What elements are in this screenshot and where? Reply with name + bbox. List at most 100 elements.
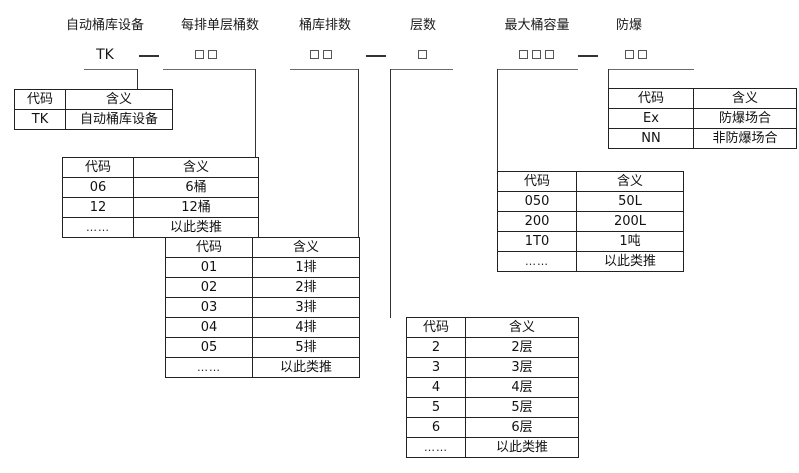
table-row: …… 以此类推 <box>165 357 360 378</box>
column-header-meaning: 含义 <box>65 89 173 110</box>
cell-meaning: 50L <box>576 191 684 212</box>
cell-meaning: 自动桶库设备 <box>65 109 173 130</box>
segment-label-equipment: 自动桶库设备 <box>65 18 144 33</box>
cell-meaning: 4排 <box>252 317 360 338</box>
bracket-horizontal-max-capacity <box>497 69 578 70</box>
cell-code: 050 <box>497 191 577 212</box>
table-row: 3 3层 <box>406 357 579 378</box>
cell-code: 06 <box>62 177 134 198</box>
table-row: 02 2排 <box>165 277 360 298</box>
table-row: 5 5层 <box>406 397 579 418</box>
cell-code: 05 <box>165 337 253 358</box>
column-header-code: 代码 <box>497 171 577 192</box>
table-row: 1T0 1吨 <box>497 231 684 252</box>
table-row: 6 6层 <box>406 417 579 438</box>
code-separator-2 <box>366 55 386 57</box>
cell-meaning: 以此类推 <box>465 437 579 458</box>
code-token-layers <box>418 50 427 59</box>
cell-meaning: 3层 <box>465 357 579 378</box>
cell-code: 2 <box>406 337 466 358</box>
column-header-meaning: 含义 <box>465 317 579 338</box>
cell-code: TK <box>14 109 66 130</box>
cell-meaning: 防爆场合 <box>693 108 797 129</box>
table-explosion-proof: 代码 含义 Ex 防爆场合 NN 非防爆场合 <box>608 88 797 149</box>
code-token-max-capacity <box>519 50 554 59</box>
column-header-code: 代码 <box>62 157 134 178</box>
code-box <box>208 50 217 59</box>
cell-code: …… <box>62 217 134 238</box>
table-header-row: 代码 含义 <box>608 88 797 109</box>
cell-meaning: 以此类推 <box>252 357 360 378</box>
segment-label-barrels-per-row: 每排单层桶数 <box>180 18 259 33</box>
code-box <box>625 50 634 59</box>
cell-meaning: 以此类推 <box>576 251 684 272</box>
code-separator-1 <box>139 55 159 57</box>
cell-code: …… <box>497 251 577 272</box>
table-barrels-per-row: 代码 含义 06 6桶 12 12桶 …… 以此类推 <box>62 157 259 238</box>
code-box <box>323 50 332 59</box>
table-row: NN 非防爆场合 <box>608 128 797 149</box>
cell-meaning: 1排 <box>252 257 360 278</box>
bracket-vertical-max-capacity <box>497 69 498 172</box>
table-row: 05 5排 <box>165 337 360 358</box>
cell-meaning: 2层 <box>465 337 579 358</box>
table-row: Ex 防爆场合 <box>608 108 797 129</box>
cell-code: 4 <box>406 377 466 398</box>
bracket-vertical-equipment <box>137 69 138 90</box>
table-rows: 代码 含义 01 1排 02 2排 03 3排 04 4排 05 5排 …… 以… <box>165 237 360 378</box>
cell-meaning: 5排 <box>252 337 360 358</box>
table-row: …… 以此类推 <box>406 437 579 458</box>
bracket-horizontal-rows <box>290 69 359 70</box>
cell-meaning: 6桶 <box>133 177 259 198</box>
cell-meaning: 3排 <box>252 297 360 318</box>
cell-code: …… <box>165 357 253 378</box>
cell-meaning: 12桶 <box>133 197 259 218</box>
code-box <box>638 50 647 59</box>
table-row: 2 2层 <box>406 337 579 358</box>
code-box <box>519 50 528 59</box>
cell-meaning: 2排 <box>252 277 360 298</box>
code-token-barrels-per-row <box>195 50 217 59</box>
table-equipment: 代码 含义 TK 自动桶库设备 <box>14 89 173 130</box>
column-header-code: 代码 <box>14 89 66 110</box>
table-header-row: 代码 含义 <box>165 237 360 258</box>
cell-meaning: 非防爆场合 <box>693 128 797 149</box>
bracket-horizontal-barrels-per-row <box>163 69 256 70</box>
bracket-horizontal-layers <box>390 69 453 70</box>
cell-code: 02 <box>165 277 253 298</box>
table-row: 200 200L <box>497 211 684 232</box>
bracket-vertical-barrels-per-row <box>255 69 256 158</box>
code-token-rows <box>310 50 332 59</box>
table-row: 03 3排 <box>165 297 360 318</box>
bracket-horizontal-explosion-proof <box>608 69 694 70</box>
code-token-equipment: TK <box>96 47 114 63</box>
table-layers: 代码 含义 2 2层 3 3层 4 4层 5 5层 6 6层 …… 以此类推 <box>406 317 579 458</box>
code-box <box>532 50 541 59</box>
table-max-capacity: 代码 含义 050 50L 200 200L 1T0 1吨 …… 以此类推 <box>497 171 684 272</box>
table-header-row: 代码 含义 <box>497 171 684 192</box>
column-header-meaning: 含义 <box>576 171 684 192</box>
cell-meaning: 200L <box>576 211 684 232</box>
column-header-code: 代码 <box>165 237 253 258</box>
cell-code: 200 <box>497 211 577 232</box>
cell-meaning: 以此类推 <box>133 217 259 238</box>
cell-code: 04 <box>165 317 253 338</box>
cell-code: 03 <box>165 297 253 318</box>
cell-code: 12 <box>62 197 134 218</box>
code-box <box>195 50 204 59</box>
code-box <box>310 50 319 59</box>
table-header-row: 代码 含义 <box>62 157 259 178</box>
table-row: 4 4层 <box>406 377 579 398</box>
cell-code: 1T0 <box>497 231 577 252</box>
code-separator-3 <box>578 55 598 57</box>
table-row: 12 12桶 <box>62 197 259 218</box>
cell-code: 3 <box>406 357 466 378</box>
code-box <box>418 50 427 59</box>
cell-code: 01 <box>165 257 253 278</box>
code-token-explosion-proof <box>625 50 647 59</box>
table-row: 06 6桶 <box>62 177 259 198</box>
column-header-meaning: 含义 <box>133 157 259 178</box>
table-header-row: 代码 含义 <box>406 317 579 338</box>
column-header-code: 代码 <box>608 88 694 109</box>
